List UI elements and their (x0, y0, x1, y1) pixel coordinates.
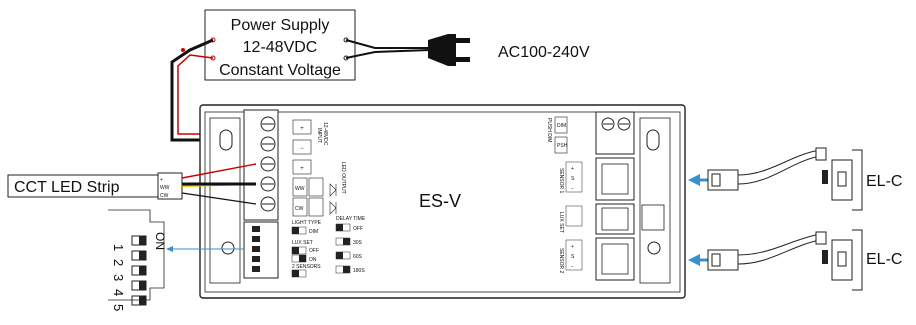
input-voltage-label: 12-48VDC (322, 122, 328, 146)
dip-zoom-on-label: ON (153, 232, 167, 250)
delay-option-1: 30S (353, 240, 363, 246)
dip-zoom-num-5: 5 (111, 304, 126, 311)
power-supply: Power Supply 12-48VDC Constant Voltage (204, 9, 356, 81)
dip-zoom-num-2: 2 (111, 259, 126, 266)
sensor1-pin-minus: − (571, 186, 574, 192)
sensor1-label: SENSOR 1 (558, 168, 564, 194)
sensor1-name: EL-C (866, 173, 902, 190)
light-type-label: LIGHT TYPE (292, 220, 322, 226)
ac-plug-icon (428, 34, 470, 66)
dip-arrow-icon (166, 246, 173, 252)
delay-option-3: 180S (353, 268, 365, 274)
led-pin-plus: + (160, 177, 163, 183)
led-strip-label: CCT LED Strip (14, 179, 120, 196)
sensor2-pin-minus: − (571, 264, 574, 270)
dim-label: DIM (557, 123, 566, 129)
device-name: ES-V (419, 191, 461, 211)
delay-option-0: OFF (353, 226, 363, 232)
input-label: INPUT (316, 128, 322, 143)
output-plus: + (300, 166, 304, 172)
power-supply-type: Constant Voltage (219, 62, 341, 79)
lux-set-small-label: LUX SET (292, 240, 313, 246)
delay-option-2: 60S (353, 254, 363, 260)
input-plus: + (300, 126, 304, 132)
dip-zoom-num-1: 1 (111, 244, 126, 251)
light-type-option: DIM (309, 229, 318, 235)
sensor2-pin-s: S (571, 254, 575, 260)
sensor2-arrow-icon (688, 254, 700, 266)
input-minus: − (300, 146, 304, 152)
sensor-el-c-1: EL-C (688, 147, 902, 211)
push-dim-label: PUSH DIM (546, 118, 552, 142)
sensor2-pin-plus: + (571, 244, 574, 250)
power-supply-voltage: 12-48VDC (243, 39, 318, 56)
ac-voltage-label: AC100-240V (498, 44, 590, 61)
sensor2-name: EL-C (866, 251, 902, 268)
delay-time-label: DELAY TIME (336, 216, 366, 222)
led-pin-cw: CW (160, 193, 169, 199)
output-cw: CW (295, 206, 304, 212)
sensor-el-c-2: EL-C (688, 229, 902, 291)
cct-led-strip: CCT LED Strip + WW CW (7, 172, 183, 200)
sensor2-label: SENSOR 2 (558, 248, 564, 274)
sensor1-pin-s: S (571, 176, 575, 182)
dip-switch-zoom: ON 1 2 3 4 5 (108, 209, 167, 311)
lux-set-label: LUX SET (558, 212, 564, 233)
led-output-label: LED OUTPUT (340, 162, 346, 194)
power-supply-title: Power Supply (231, 17, 330, 34)
psh-label: PSH (557, 143, 568, 149)
sensor1-arrow-icon (688, 174, 700, 186)
dip-zoom-num-4: 4 (111, 289, 126, 296)
two-sensors-label: 2 SENSORS (292, 264, 321, 270)
lux-on-label: ON (309, 257, 317, 263)
controller-es-v: + − INPUT 12-48VDC + WW CW LED OUTPUT LI… (199, 104, 686, 299)
sensor1-pin-plus: + (571, 166, 574, 172)
dip-zoom-num-3: 3 (111, 274, 126, 281)
led-pin-ww: WW (160, 185, 170, 191)
lux-off-label: OFF (309, 248, 319, 254)
output-ww: WW (295, 186, 305, 192)
